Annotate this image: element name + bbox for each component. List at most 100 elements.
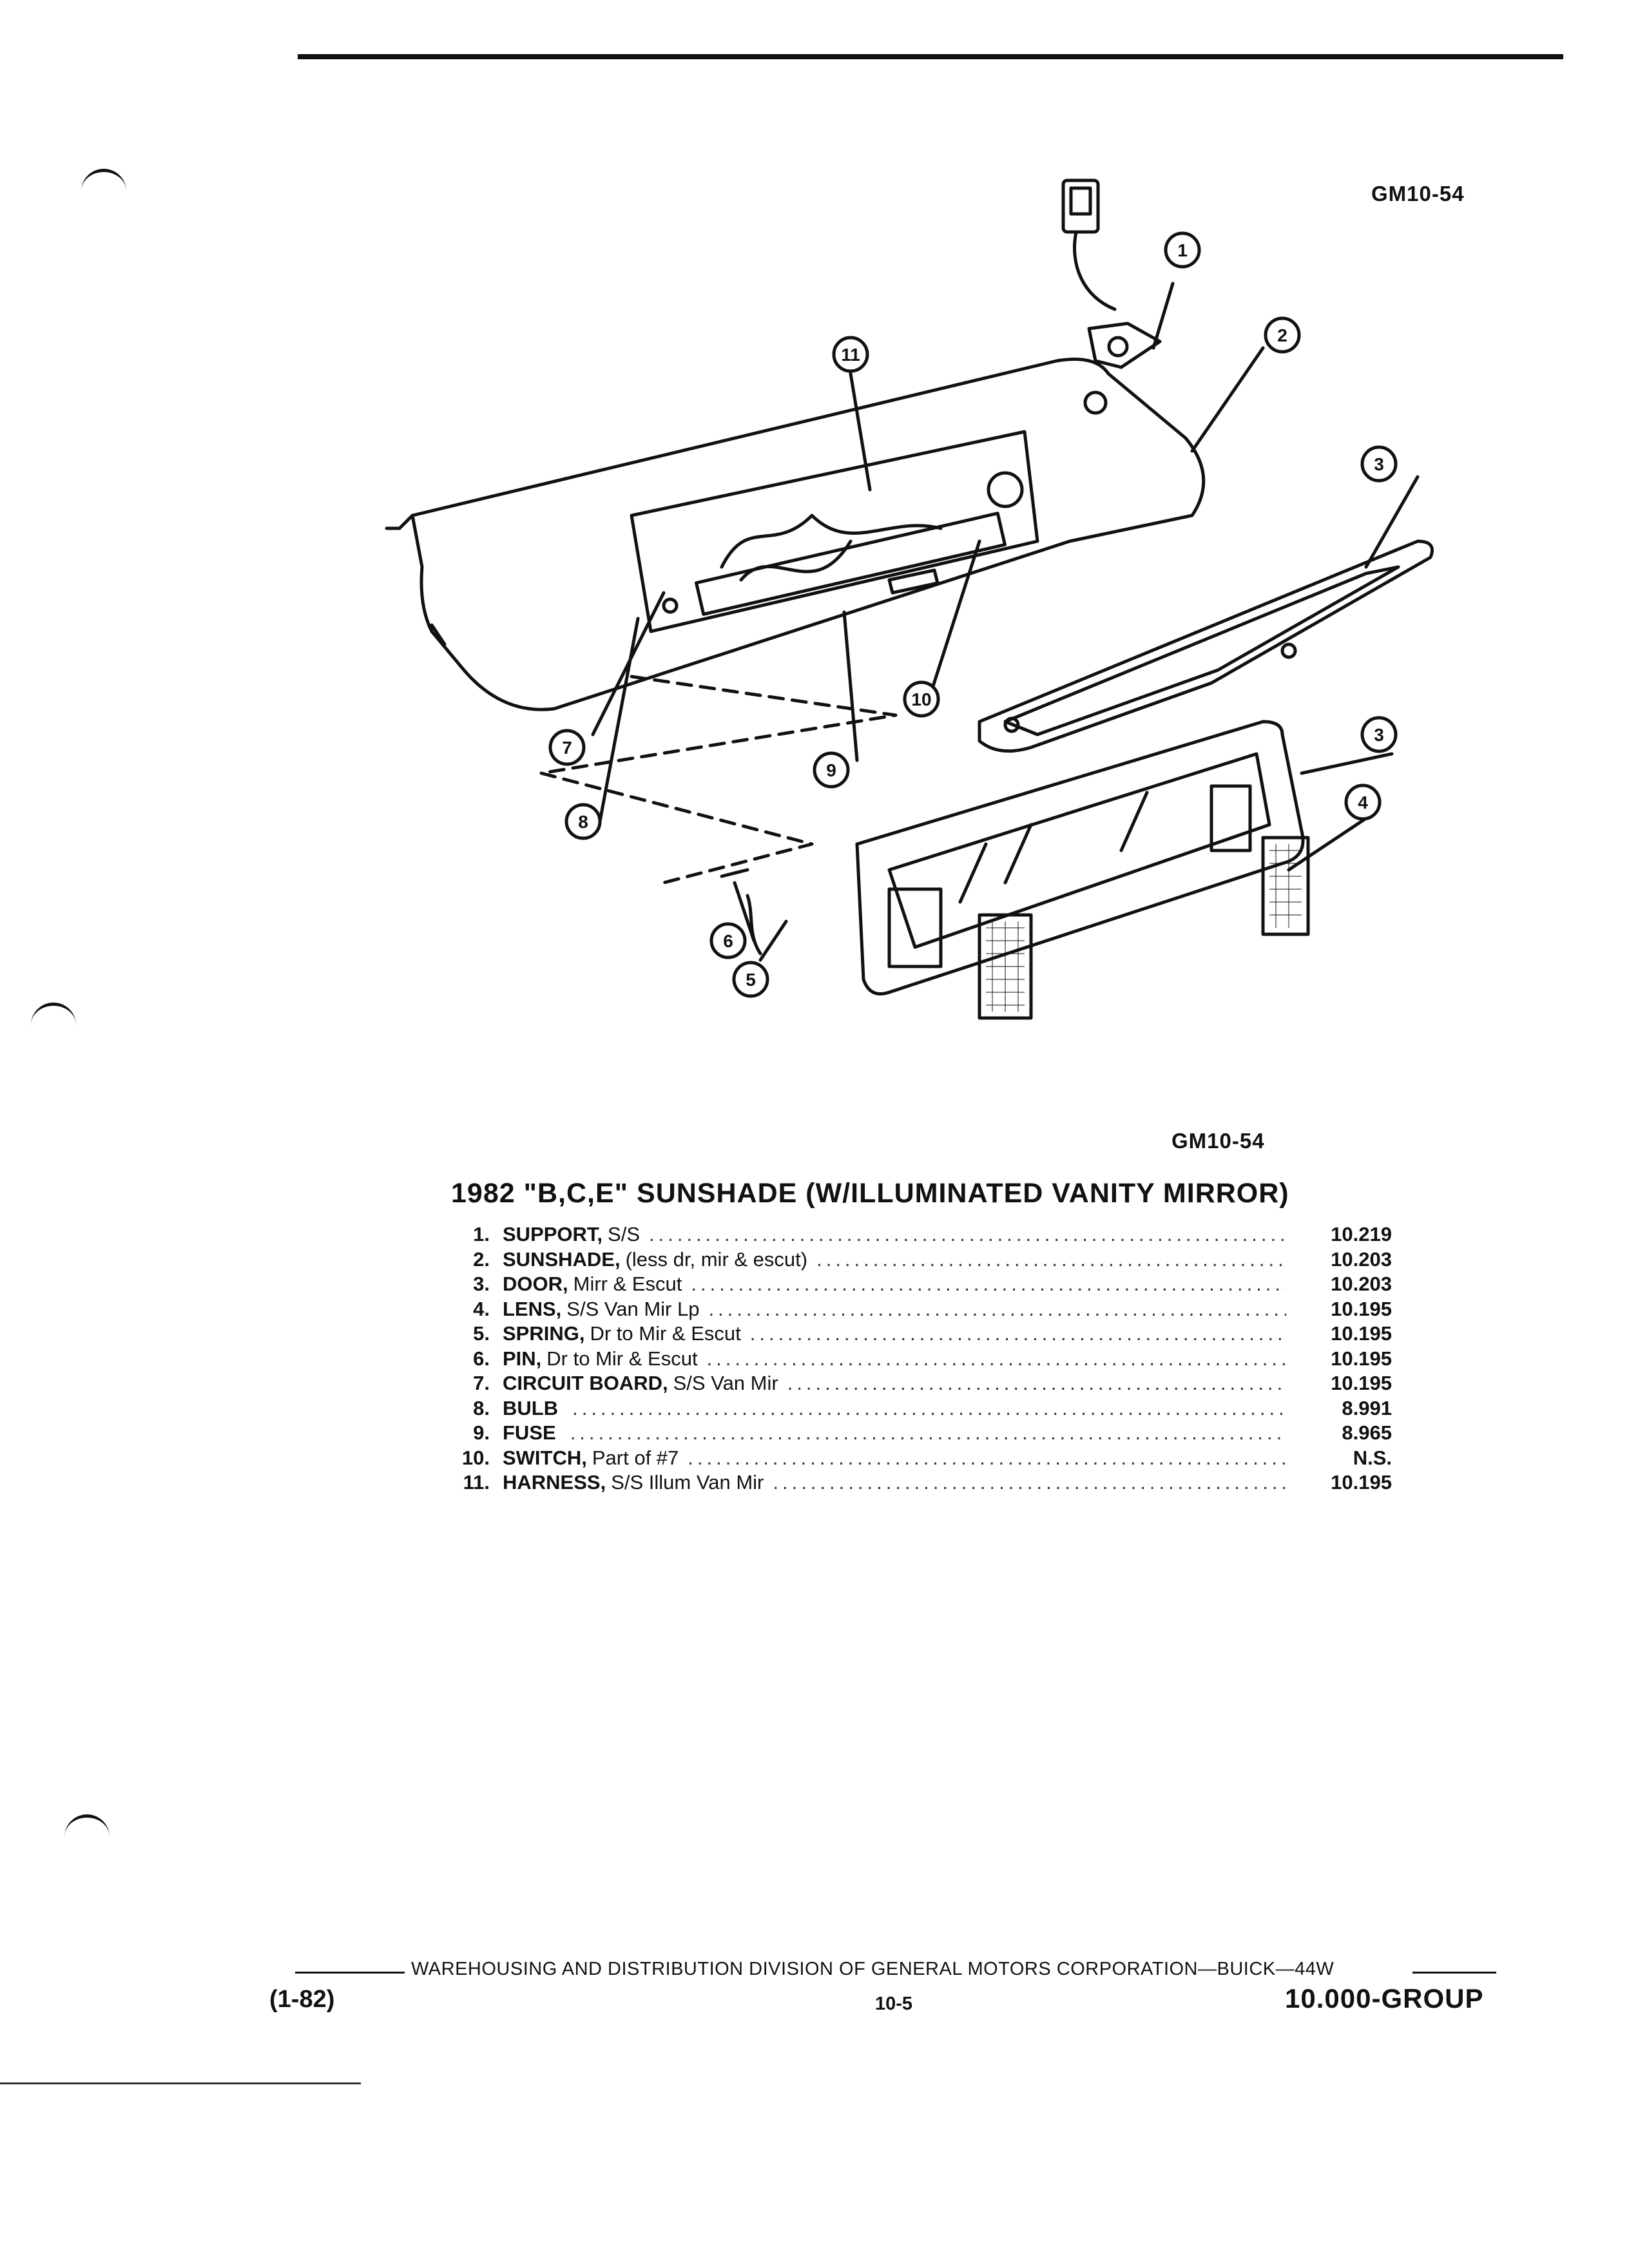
lens-left — [978, 913, 1033, 1020]
dot-leader — [708, 1298, 1286, 1321]
callout-label-8: 8 — [578, 812, 588, 832]
callout-3 — [1360, 445, 1398, 483]
bottom-rule — [0, 2082, 361, 2084]
callout-label-5: 5 — [746, 970, 756, 990]
bulb-housing — [695, 512, 1007, 616]
part-description: Dr to Mir & Escut — [546, 1347, 698, 1370]
sunshade-rod-corner — [430, 623, 447, 646]
escutcheon-lamp-right — [1210, 784, 1252, 852]
dot-leader — [787, 1372, 1286, 1395]
part-description: Part of #7 — [592, 1446, 679, 1469]
part-page: 10.195 — [1331, 1471, 1392, 1494]
part-description: (less dr, mir & escut) — [625, 1247, 808, 1271]
callout-label-2: 2 — [1277, 325, 1287, 345]
footer-group: 10.000-GROUP — [1285, 1983, 1484, 2013]
callout-5 — [732, 961, 769, 998]
switch — [887, 568, 940, 595]
part-page: 10.195 — [1331, 1347, 1392, 1370]
parts-list-item: 5. SPRING,Dr to Mir & Escut 10.195 — [425, 1322, 1392, 1347]
escutcheon-lamp-left — [887, 887, 943, 968]
guide-line — [539, 675, 898, 775]
sunshade-screw — [1083, 390, 1108, 415]
scan-mark — [81, 169, 126, 191]
lens-grid — [986, 844, 1302, 1012]
callout-label-7: 7 — [562, 738, 572, 758]
part-name: BULB — [503, 1396, 559, 1419]
parts-list-item: 6. PIN,Dr to Mir & Escut 10.195 — [425, 1347, 1392, 1372]
callout-7 — [548, 729, 586, 766]
parts-list-item: 2. SUNSHADE,(less dr, mir & escut) 10.203 — [425, 1248, 1392, 1273]
top-rule — [298, 54, 1563, 59]
wire-connector — [1061, 178, 1100, 234]
circuit-board — [630, 430, 1039, 633]
part-number: 6. — [473, 1347, 490, 1370]
dot-leader — [570, 1421, 1286, 1445]
parts-list-item: 7.CIRCUIT BOARD,S/S Van Mir10.195 — [425, 1372, 1392, 1397]
part-name: SUNSHADE, — [503, 1247, 621, 1271]
support-bracket-hole — [1107, 336, 1129, 358]
part-description: Dr to Mir & Escut — [590, 1322, 741, 1345]
sunshade-rod — [398, 514, 414, 530]
callout-1 — [1164, 231, 1201, 269]
part-number: 5. — [473, 1322, 490, 1345]
figure-id-top: GM10-54 — [1371, 182, 1465, 206]
mirror-door — [978, 539, 1434, 753]
callout-label-9: 9 — [826, 760, 836, 780]
mirror-door-inner — [1003, 565, 1400, 736]
part-number: 4. — [473, 1297, 490, 1320]
part-page: 10.195 — [1331, 1322, 1392, 1345]
part-number: 10. — [461, 1446, 490, 1469]
part-number: 2. — [473, 1247, 490, 1271]
scan-mark — [31, 1003, 76, 1025]
parts-list-item: 10.SWITCH,Part of #7N.S. — [425, 1446, 1392, 1472]
harness-wire — [1073, 230, 1117, 311]
part-page: 10.203 — [1331, 1273, 1392, 1295]
part-number: 11. — [463, 1471, 490, 1494]
part-name: DOOR, — [503, 1273, 568, 1295]
part-name: LENS, — [503, 1297, 562, 1320]
parts-list-item: 4. LENS,S/S Van Mir Lp 10.195 — [425, 1298, 1392, 1323]
part-description: S/S — [608, 1223, 640, 1245]
board-lamp — [987, 471, 1024, 508]
callout-4 — [1344, 783, 1382, 821]
part-description: S/S Illum Van Mir — [611, 1471, 764, 1494]
support-bracket — [1087, 322, 1162, 369]
callout-8 — [564, 803, 602, 840]
parts-list-item: 8.BULB8.991 — [425, 1397, 1392, 1422]
door-pivot — [1003, 716, 1020, 733]
part-number: 1. — [473, 1223, 490, 1245]
callout-9 — [813, 751, 850, 789]
dot-leader — [649, 1223, 1286, 1246]
part-name: PIN, — [503, 1347, 542, 1370]
door-pivot-2 — [1280, 642, 1297, 659]
mirror-glare — [958, 791, 1149, 904]
board-wiring — [720, 514, 943, 569]
part-page: 10.195 — [1331, 1297, 1392, 1320]
part-page: 10.203 — [1331, 1247, 1392, 1271]
part-description: Mirr & Escut — [573, 1273, 682, 1295]
parts-list-item: 11. HARNESS,S/S Illum Van Mir 10.195 — [425, 1471, 1392, 1496]
exploded-view-diagram: 1 2 3 3 4 5 6 7 8 9 10 11 — [385, 178, 1434, 1020]
dot-leader — [707, 1347, 1286, 1370]
spring — [746, 894, 762, 956]
footer-rule-right — [1412, 1972, 1496, 1974]
callout-label-6: 6 — [723, 931, 733, 951]
part-name: CIRCUIT BOARD, — [503, 1372, 668, 1394]
scan-mark — [64, 1814, 110, 1837]
part-number: 8. — [473, 1396, 490, 1419]
footer-date-code: (1-82) — [269, 1986, 335, 2013]
part-name: HARNESS, — [503, 1471, 606, 1494]
part-name: SPRING, — [503, 1322, 585, 1345]
board-screw — [662, 597, 679, 614]
part-page: 8.965 — [1342, 1421, 1392, 1444]
part-description: S/S Van Mir — [673, 1372, 778, 1394]
wire-connector-inner — [1069, 186, 1092, 216]
dot-leader — [816, 1248, 1286, 1271]
figure-id-bottom: GM10-54 — [1171, 1129, 1265, 1153]
part-description: S/S Van Mir Lp — [566, 1297, 700, 1320]
pin — [720, 868, 749, 878]
lens-right — [1261, 836, 1310, 936]
callout-11 — [832, 336, 869, 373]
callout-label-3: 3 — [1374, 454, 1384, 474]
callout-label-11: 11 — [841, 345, 860, 365]
